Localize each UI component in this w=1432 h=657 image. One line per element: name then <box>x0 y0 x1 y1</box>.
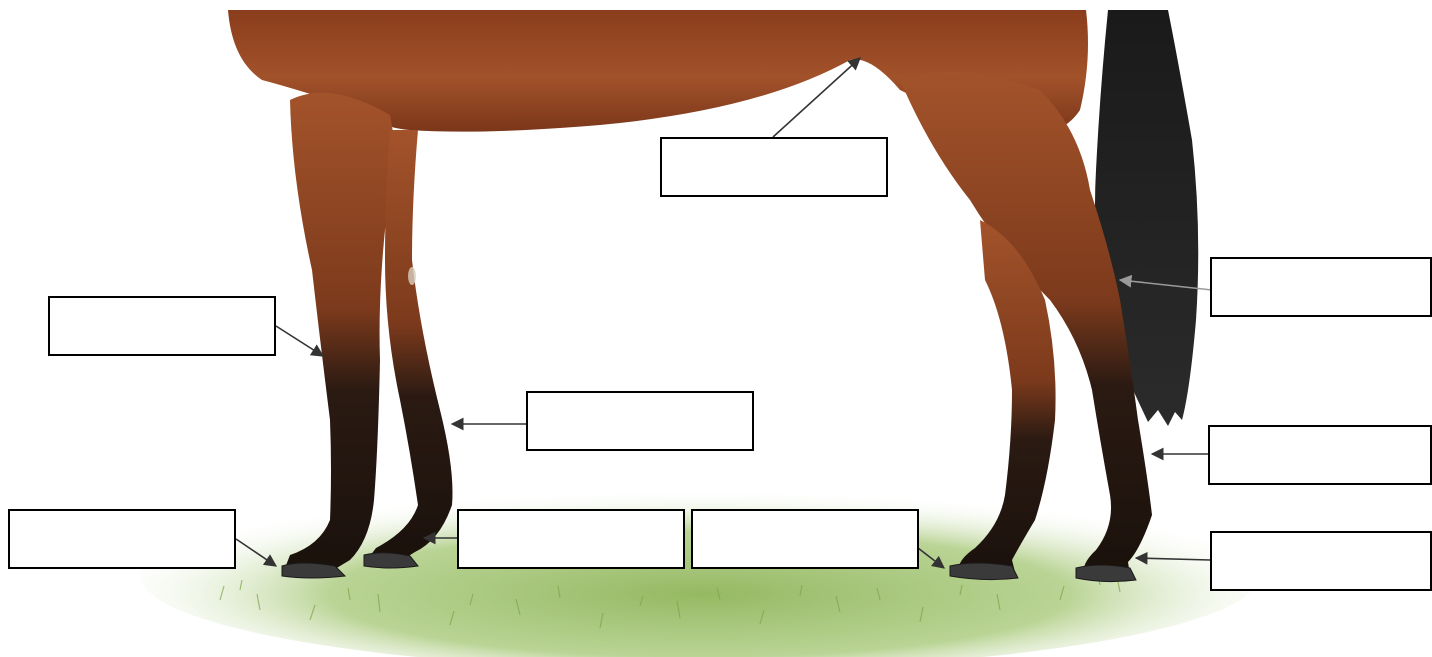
label-box-hind-cannon[interactable] <box>1208 425 1432 485</box>
label-box-belly[interactable] <box>660 137 888 197</box>
label-box-front-hoof[interactable] <box>8 509 236 569</box>
hoof-hind-far <box>950 563 1018 580</box>
leg-mark <box>408 267 416 285</box>
label-box-front-cannon[interactable] <box>526 391 754 451</box>
hoof-hind-near <box>1076 565 1136 582</box>
label-box-hock[interactable] <box>1210 257 1432 317</box>
label-box-hind-pastern[interactable] <box>1210 531 1432 591</box>
arrow-icon <box>276 326 323 356</box>
label-box-hind-hoof[interactable] <box>691 509 919 569</box>
label-box-front-pastern[interactable] <box>457 509 685 569</box>
label-box-front-knee[interactable] <box>48 296 276 356</box>
